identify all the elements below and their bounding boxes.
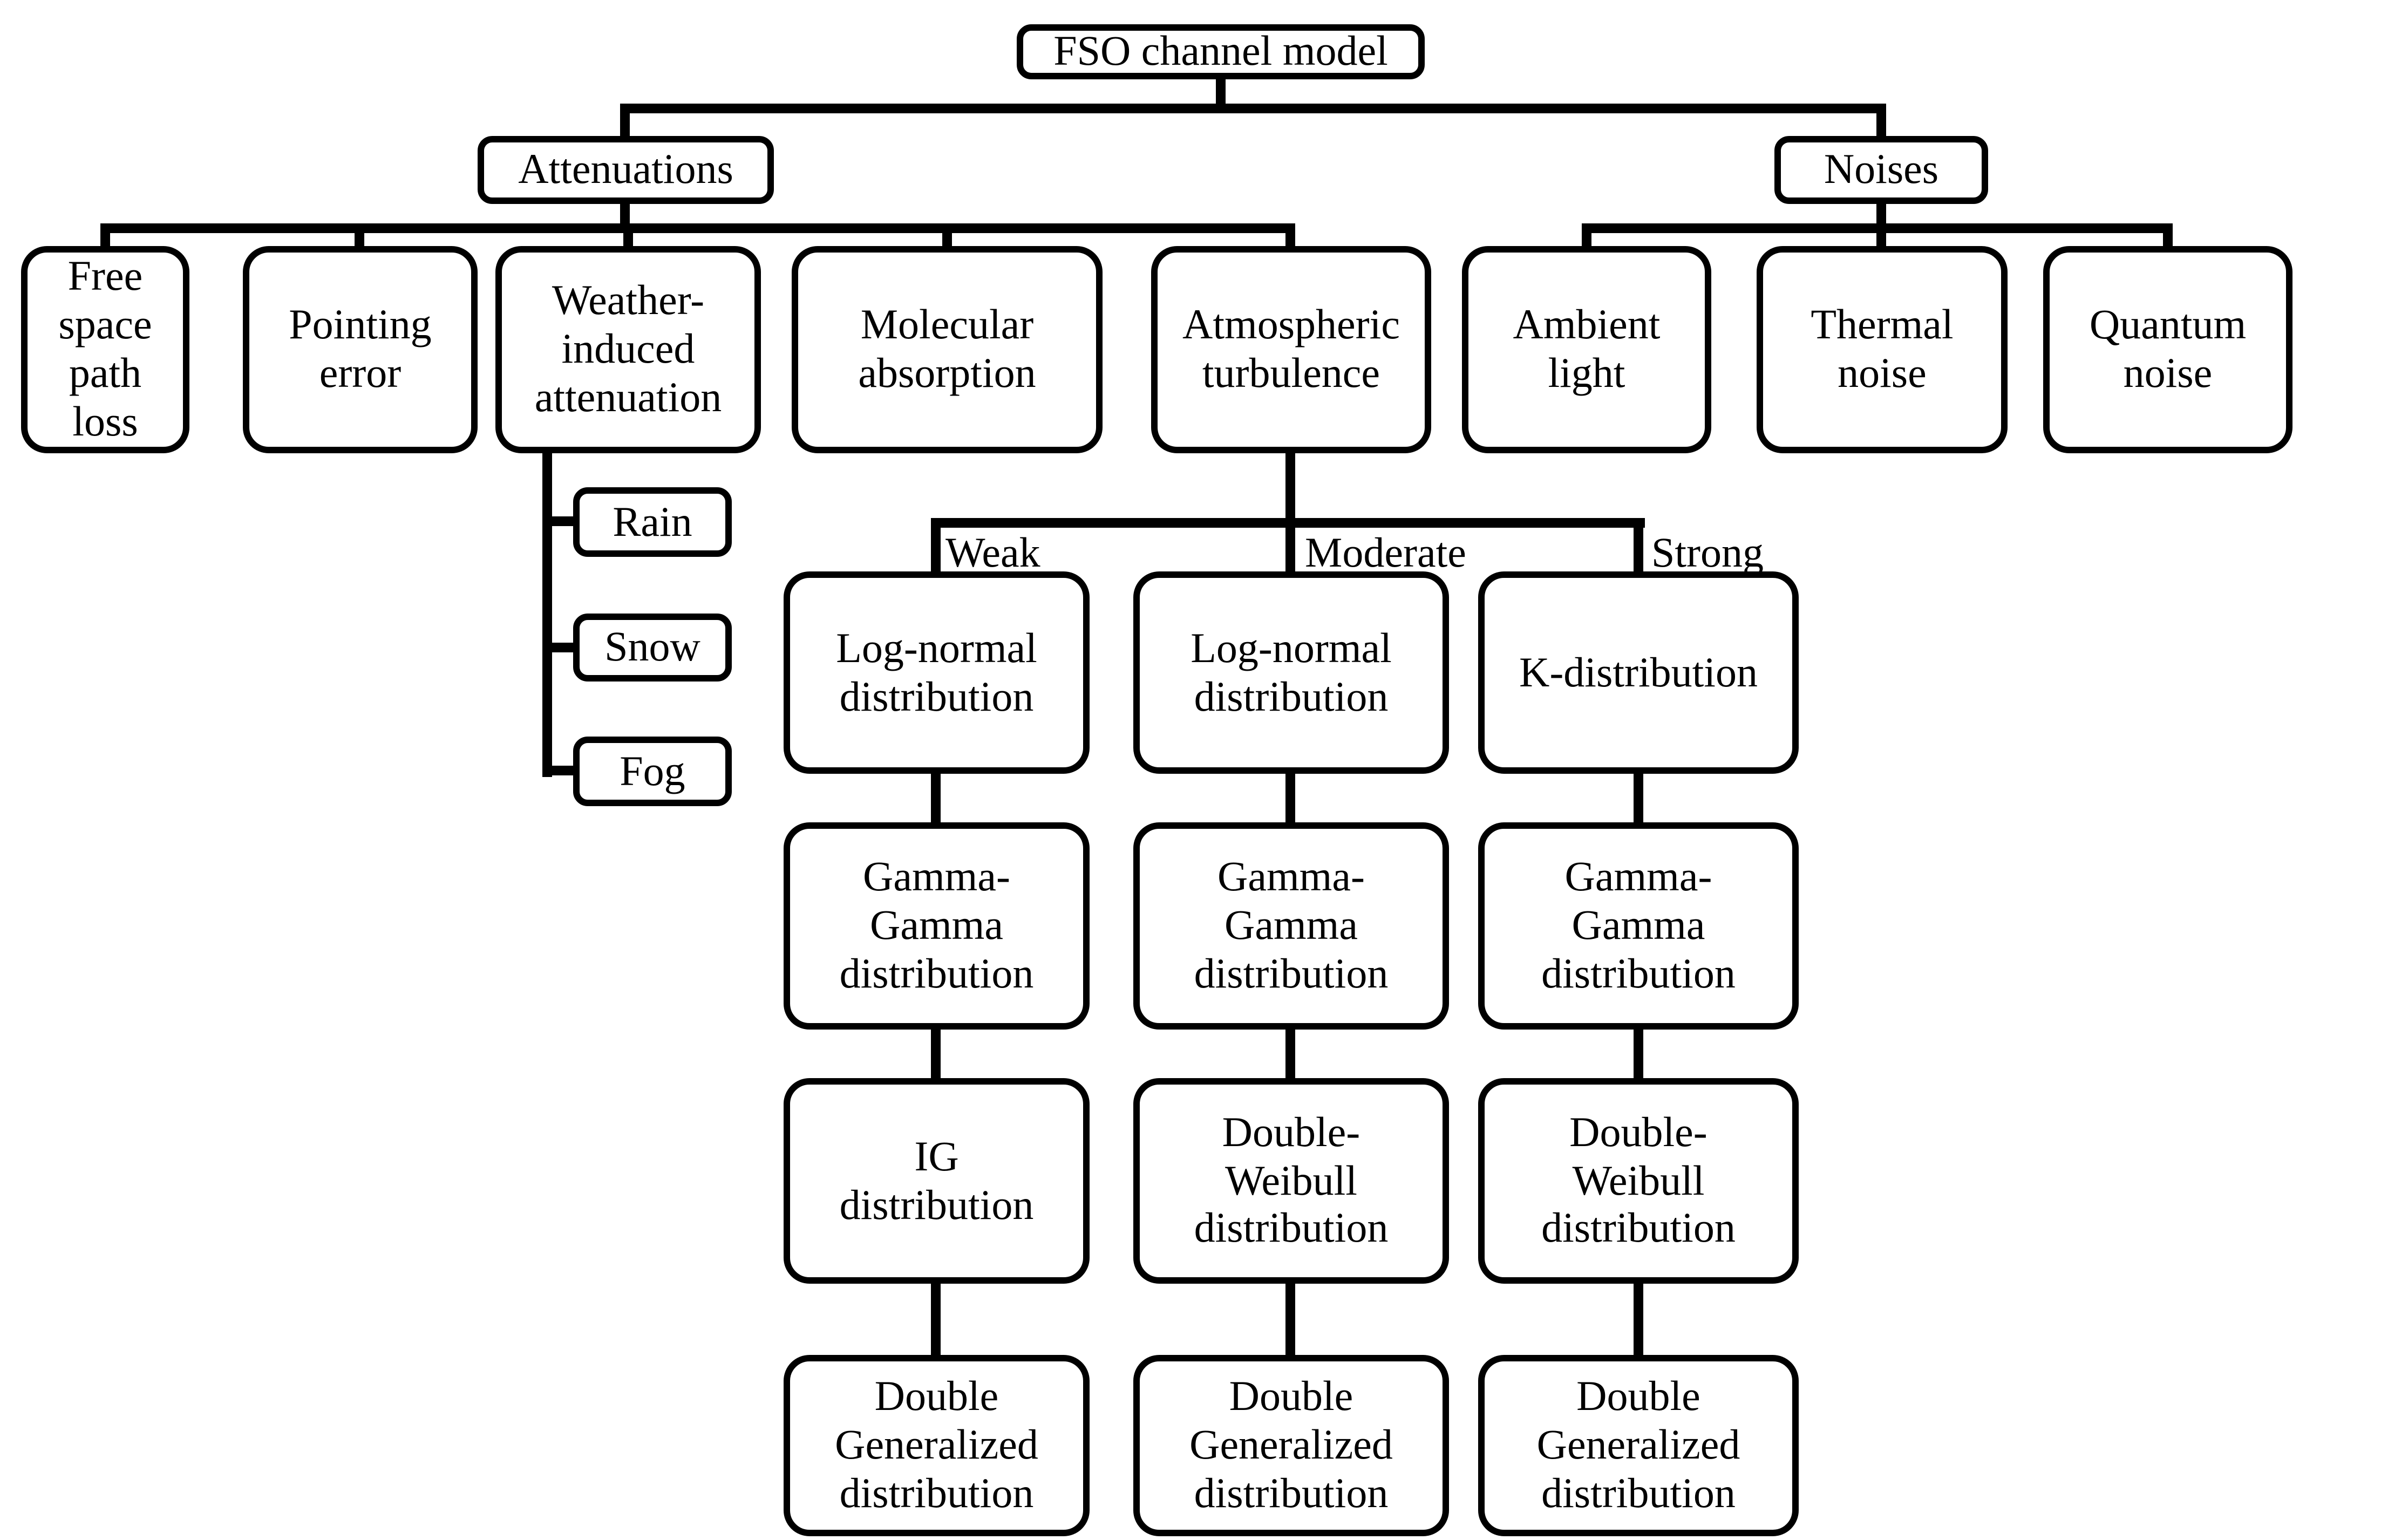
- connector: [1876, 113, 1886, 136]
- connector: [931, 528, 941, 571]
- node-ambient-light: Ambient light: [1462, 246, 1711, 453]
- node-rain: Rain: [573, 487, 732, 557]
- label-weak: Weak: [945, 529, 1040, 576]
- node-moderate-log-normal-distribution: Log-normal distribution: [1133, 571, 1449, 774]
- node-moderate-gamma-gamma-distribution: Gamma- Gamma distribution: [1133, 822, 1449, 1030]
- label-strong: Strong: [1651, 529, 1764, 576]
- connector: [355, 233, 364, 246]
- node-strong-k-distribution: K-distribution: [1478, 571, 1799, 774]
- node-weather-induced-attenuation: Weather- induced attenuation: [495, 246, 761, 453]
- connector: [942, 233, 952, 246]
- connector: [931, 518, 1645, 528]
- node-moderate-double-generalized-distribution: Double Generalized distribution: [1133, 1355, 1449, 1536]
- connector: [1634, 1284, 1643, 1355]
- node-attenuations: Attenuations: [478, 136, 774, 204]
- node-fso-channel-model: FSO channel model: [1017, 24, 1425, 79]
- node-weak-ig-distribution: IG distribution: [784, 1078, 1090, 1284]
- connector: [1285, 1030, 1295, 1078]
- connector: [1634, 528, 1643, 571]
- connector: [620, 113, 630, 136]
- node-pointing-error: Pointing error: [243, 246, 478, 453]
- node-weak-gamma-gamma-distribution: Gamma- Gamma distribution: [784, 822, 1090, 1030]
- connector: [1634, 1030, 1643, 1078]
- connector: [1582, 233, 1591, 246]
- node-snow: Snow: [573, 614, 732, 682]
- node-weak-double-generalized-distribution: Double Generalized distribution: [784, 1355, 1090, 1536]
- node-weak-log-normal-distribution: Log-normal distribution: [784, 571, 1090, 774]
- connector: [1285, 1284, 1295, 1355]
- connector: [100, 223, 1295, 233]
- connector: [931, 1030, 941, 1078]
- connector: [100, 233, 110, 246]
- connector: [2163, 233, 2173, 246]
- connector: [931, 774, 941, 822]
- connector: [623, 233, 633, 246]
- node-atmospheric-turbulence: Atmospheric turbulence: [1151, 246, 1431, 453]
- connector: [1285, 453, 1295, 571]
- connector: [542, 766, 583, 775]
- node-free-space-path-loss: Free space path loss: [21, 246, 189, 453]
- connector: [542, 453, 552, 777]
- connector: [542, 643, 583, 652]
- connector: [1582, 223, 2173, 233]
- connector: [931, 1284, 941, 1355]
- node-quantum-noise: Quantum noise: [2043, 246, 2292, 453]
- node-molecular-absorption: Molecular absorption: [792, 246, 1103, 453]
- connector: [1285, 774, 1295, 822]
- node-moderate-double-weibull-distribution: Double- Weibull distribution: [1133, 1078, 1449, 1284]
- node-strong-gamma-gamma-distribution: Gamma- Gamma distribution: [1478, 822, 1799, 1030]
- node-strong-double-weibull-distribution: Double- Weibull distribution: [1478, 1078, 1799, 1284]
- node-thermal-noise: Thermal noise: [1757, 246, 2008, 453]
- label-moderate: Moderate: [1305, 529, 1466, 576]
- connector: [1876, 233, 1886, 246]
- connector: [542, 516, 583, 526]
- connector: [1285, 233, 1295, 246]
- node-fog: Fog: [573, 737, 732, 806]
- connector: [620, 104, 1886, 113]
- connector: [1634, 774, 1643, 822]
- node-noises: Noises: [1774, 136, 1988, 204]
- node-strong-double-generalized-distribution: Double Generalized distribution: [1478, 1355, 1799, 1536]
